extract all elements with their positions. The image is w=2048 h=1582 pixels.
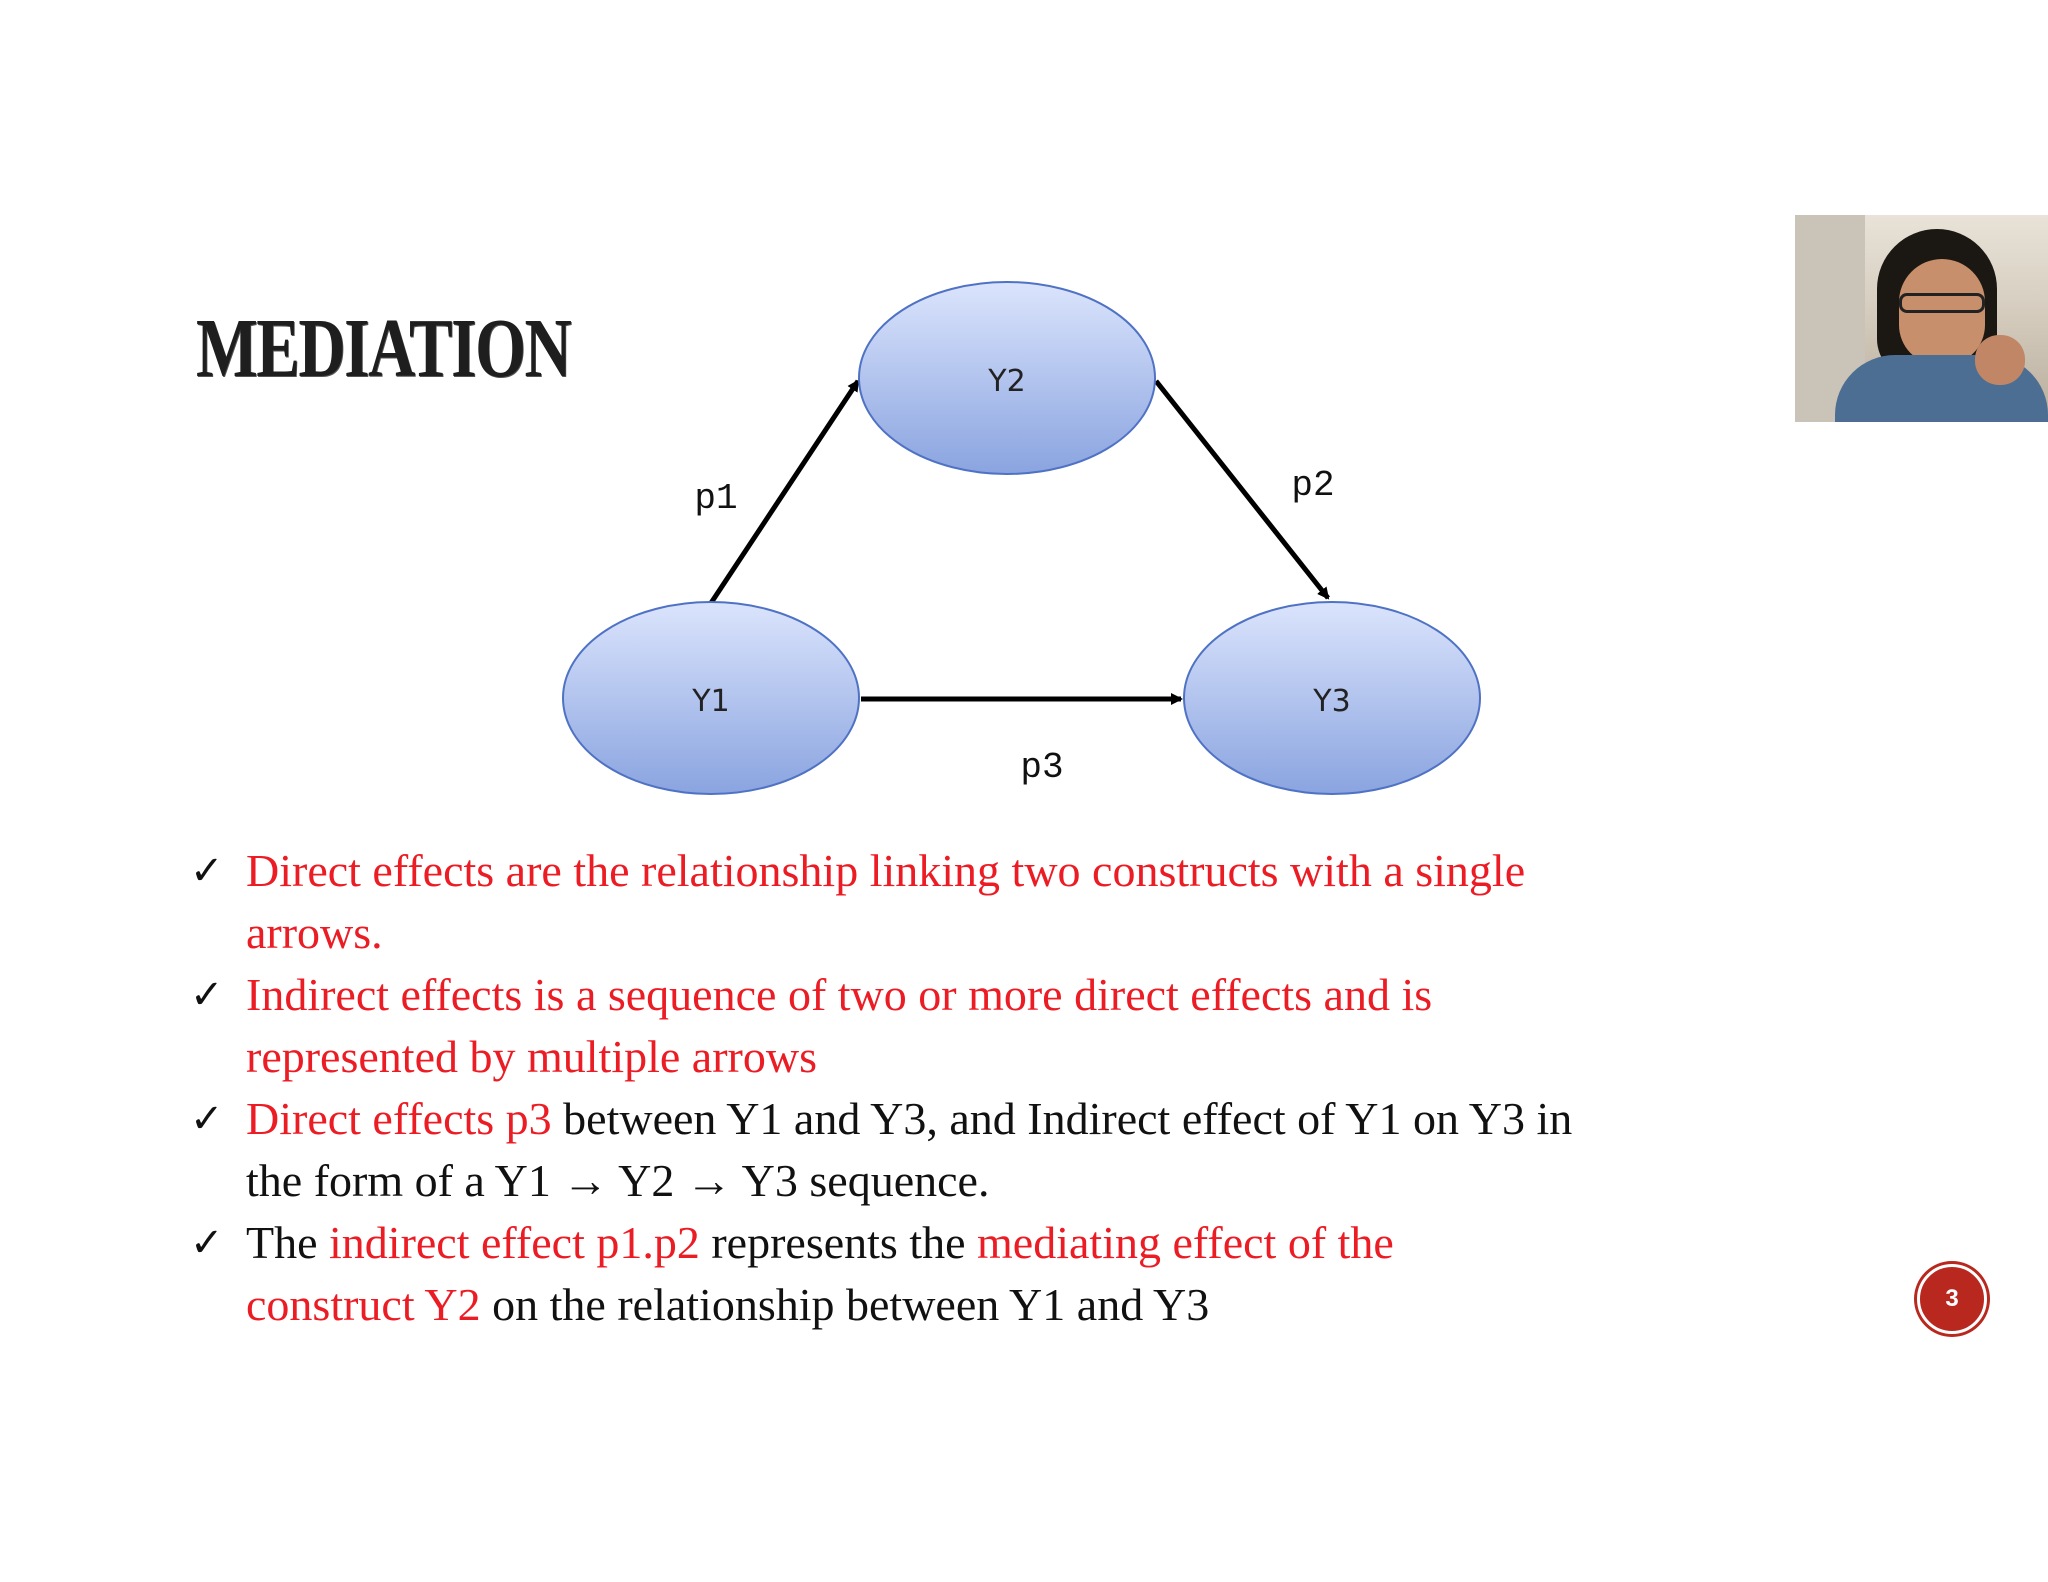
bullet-text: between Y1 and Y3, and Indirect effect o… (551, 1093, 1573, 1144)
bullet-text: the form of a Y1 → Y2 → Y3 sequence. (246, 1155, 990, 1206)
checkmark-icon: ✓ (190, 1096, 224, 1142)
participant-hand (1975, 335, 2025, 385)
bullet-item: ✓ Direct effects are the relationship li… (190, 840, 1890, 964)
bullet-item: ✓ The indirect effect p1.p2 represents t… (190, 1212, 1890, 1336)
bullet-item: ✓ Indirect effects is a sequence of two … (190, 964, 1890, 1088)
node-y3: Y3 (1183, 601, 1481, 795)
checkmark-icon: ✓ (190, 1220, 224, 1266)
checkmark-icon: ✓ (190, 848, 224, 894)
bullet-text: represented by multiple arrows (246, 1031, 817, 1082)
node-y2-label: Y2 (987, 364, 1025, 399)
arrow-p2 (1154, 379, 1330, 600)
node-y3-label: Y3 (1312, 684, 1350, 719)
bullet-item: ✓ Direct effects p3 between Y1 and Y3, a… (190, 1088, 1890, 1212)
node-y1: Y1 (562, 601, 860, 795)
bullet-text: on the relationship between Y1 and Y3 (480, 1279, 1210, 1330)
webcam-video[interactable] (1795, 215, 2048, 422)
path-label-p3: p3 (1020, 747, 1063, 788)
bullet-list: ✓ Direct effects are the relationship li… (190, 840, 1890, 1336)
bullet-text-red: construct Y2 (246, 1279, 481, 1330)
bullet-text: Indirect effects is a sequence of two or… (246, 969, 1433, 1020)
checkmark-icon: ✓ (190, 972, 224, 1018)
slide-number-badge: 3 (1917, 1264, 1987, 1334)
slide-title: MEDIATION (196, 302, 572, 395)
bullet-text-red: mediating effect of the (977, 1217, 1394, 1268)
mediation-diagram: Y2 Y1 Y3 p1 p2 p3 (562, 281, 1481, 795)
bullet-text-red: Direct effects p3 (246, 1093, 552, 1144)
bullet-text: arrows. (246, 907, 383, 958)
bullet-text-red: indirect effect p1.p2 (329, 1217, 700, 1268)
arrow-p1 (708, 379, 861, 605)
bullet-text: The (246, 1217, 330, 1268)
bullet-text: represents the (699, 1217, 978, 1268)
node-y2: Y2 (858, 281, 1156, 475)
path-label-p1: p1 (694, 478, 737, 519)
path-label-p2: p2 (1291, 465, 1334, 506)
participant-glasses (1899, 293, 1985, 313)
bullet-text: Direct effects are the relationship link… (246, 845, 1526, 896)
node-y1-label: Y1 (691, 684, 729, 719)
